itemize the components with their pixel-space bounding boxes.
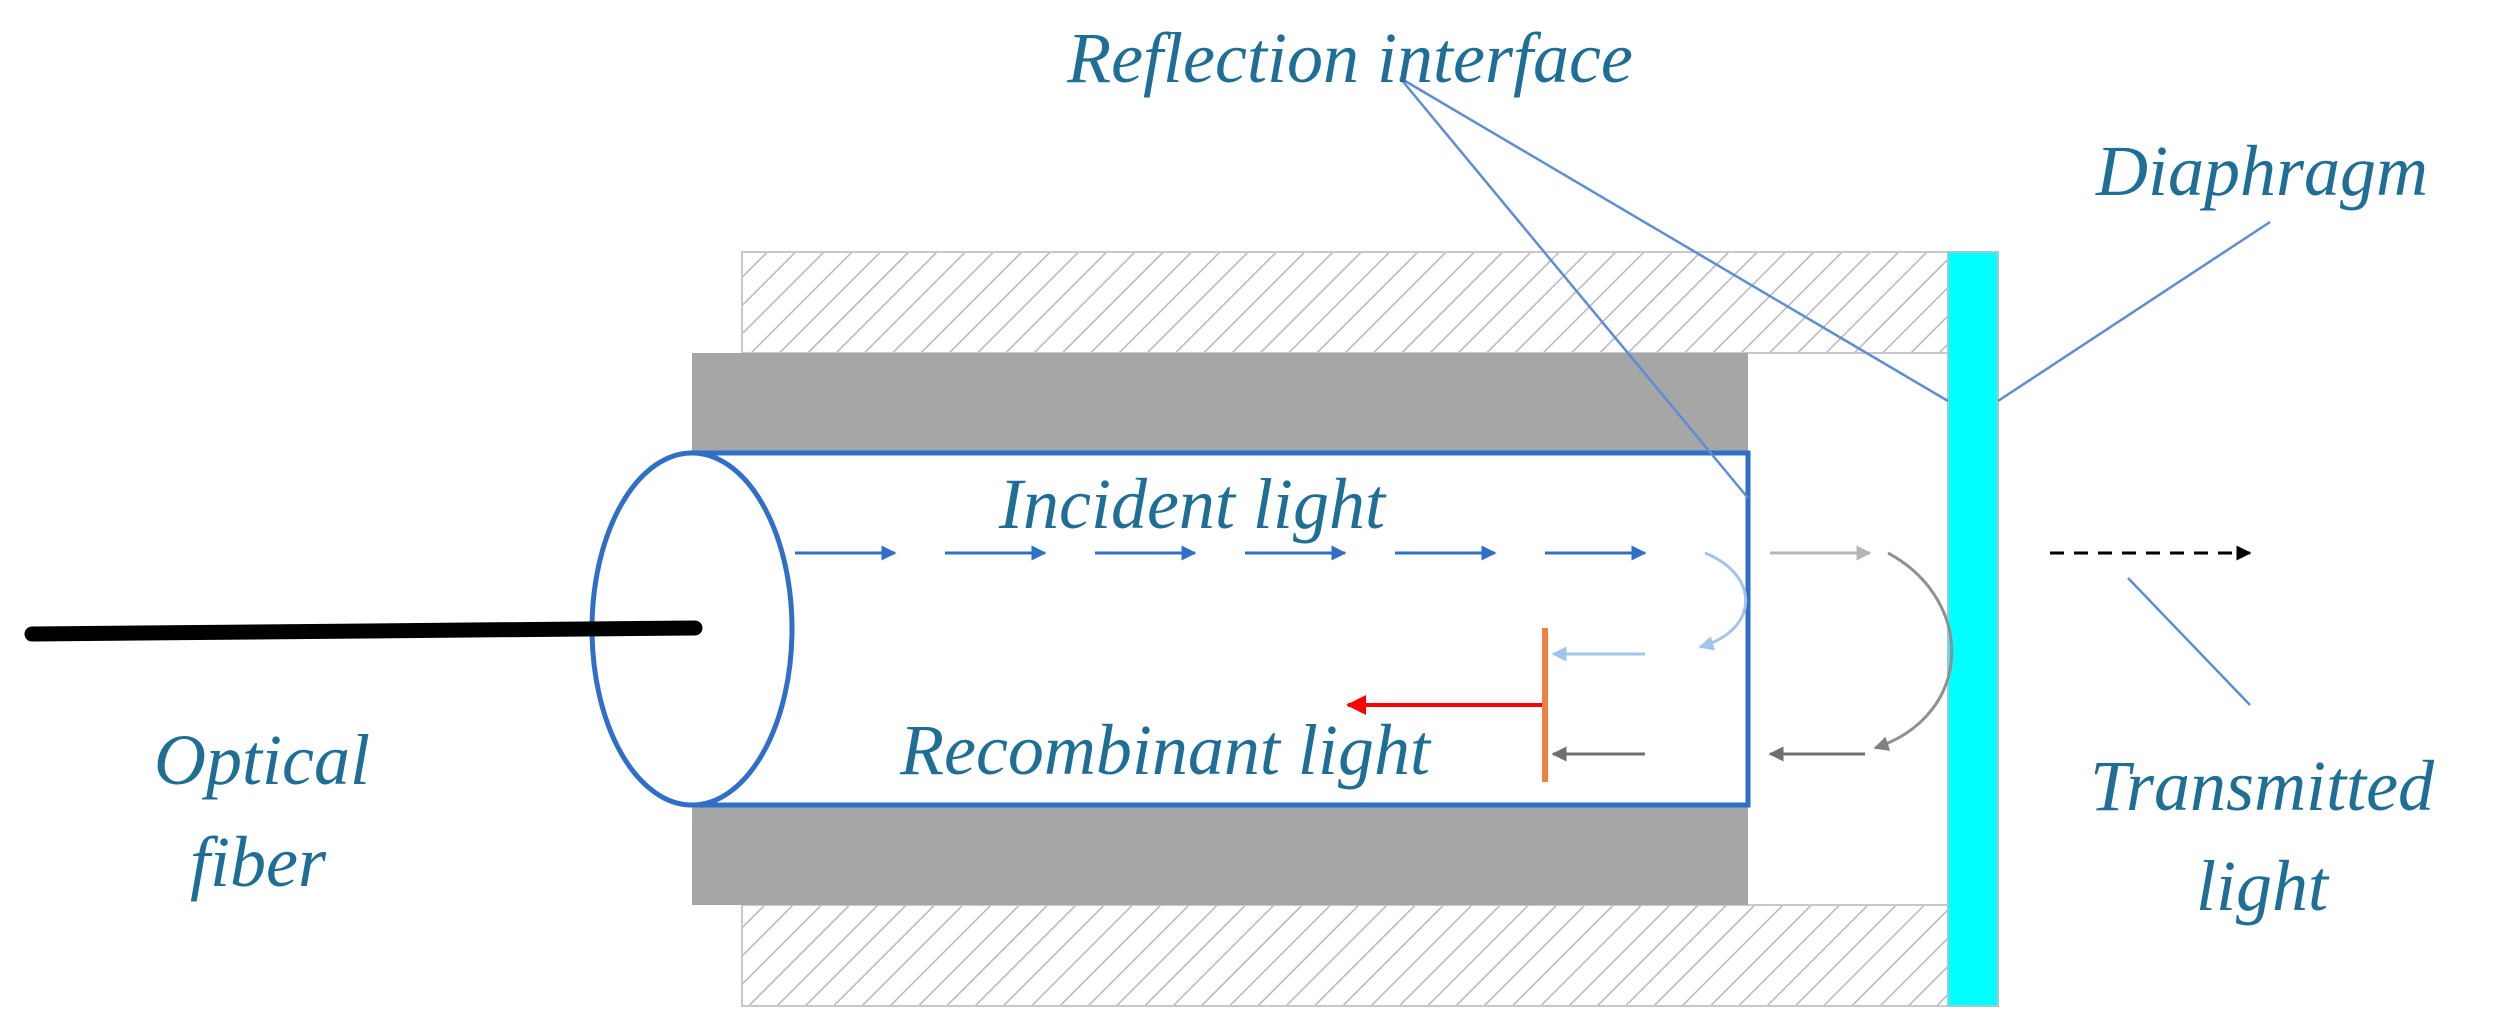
ferrule-top <box>692 353 1748 453</box>
diaphragm <box>1947 251 1999 1007</box>
optical-fiber-label-line1: Optical <box>154 720 370 800</box>
housing-bottom <box>741 904 1949 1007</box>
reflection-interface-label: Reflection interface <box>1066 18 1633 98</box>
ferrule-bottom <box>692 805 1748 905</box>
diaphragm-leader <box>1997 220 2271 403</box>
transmitted-leader <box>2127 577 2251 706</box>
housing-top <box>741 251 1949 354</box>
ferrule <box>692 353 1748 905</box>
transmitted-light-label-line1: Transmitted <box>2090 746 2435 826</box>
fiber-cylinder <box>589 450 1751 808</box>
diaphragm-label: Diaphragm <box>2095 131 2428 211</box>
leader-lines <box>1399 76 2271 706</box>
fiber-end-reflection-curve <box>1698 551 1748 651</box>
incident-light-label: Incident light <box>998 464 1387 544</box>
optical-fiber-label-line2: fiber <box>190 822 327 902</box>
reflection-leader-to-diaphragm <box>1399 76 1949 403</box>
diaphragm-reflection-curve <box>1873 551 1954 751</box>
transmitted-light-label-line2: light <box>2196 846 2330 926</box>
housing <box>741 251 1949 1007</box>
labels: Reflection interface Diaphragm Incident … <box>154 18 2435 926</box>
recombinant-light-label: Recombinant light <box>899 710 1432 790</box>
fiber-core <box>689 450 1751 808</box>
reflection-leader-to-fiber-end <box>1399 77 1749 499</box>
optical-fiber-lead <box>24 620 703 642</box>
